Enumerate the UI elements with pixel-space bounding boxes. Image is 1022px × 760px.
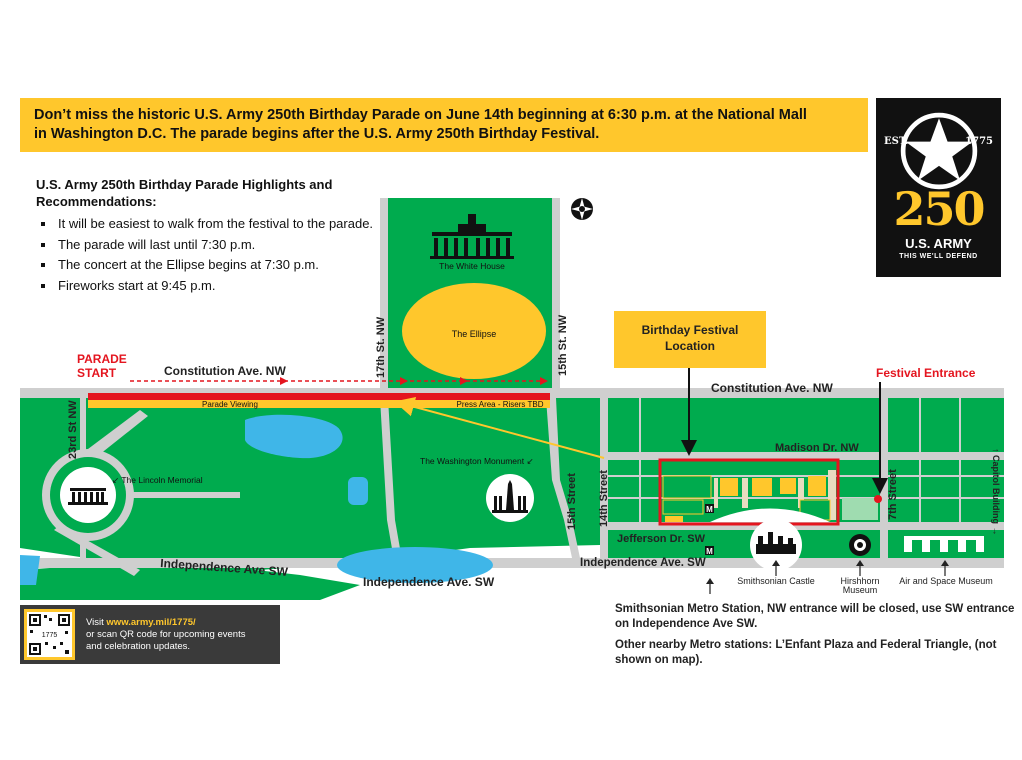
qr-promo: 1775 Visit www.army.mil/1775/ or scan QR… <box>20 605 280 664</box>
south-park <box>20 560 360 600</box>
qr-text: Visit www.army.mil/1775/ or scan QR code… <box>86 617 245 653</box>
metro-info: Smithsonian Metro Station, NW entrance w… <box>615 602 1015 674</box>
logo-est: EST. <box>884 136 909 147</box>
parade-highlights: U.S. Army 250th Birthday Parade Highligh… <box>36 176 376 296</box>
star-icon <box>900 112 978 190</box>
festival-location-label-2: Location <box>665 339 715 353</box>
logo-number: 250 <box>893 182 985 236</box>
metro-marker <box>705 504 714 513</box>
air-space-label: Air and Space Museum <box>899 576 993 586</box>
lincoln-building-glyph <box>68 488 108 505</box>
metro-marker-sw <box>705 546 714 555</box>
top-banner: Don’t miss the historic U.S. Army 250th … <box>20 98 868 152</box>
street-14th-label: 14th Street <box>598 470 610 527</box>
festival-entrance-dot <box>874 495 882 503</box>
highlight-item: The parade will last until 7:30 p.m. <box>56 235 376 256</box>
festival-entrance-label: Festival Entrance <box>876 366 976 380</box>
constitution-gardens-pond <box>245 414 343 459</box>
festival-tents <box>662 470 878 522</box>
festival-location-callout <box>614 311 766 368</box>
river-edge <box>20 555 40 585</box>
metro-info-1: Smithsonian Metro Station, NW entrance w… <box>615 603 1015 630</box>
white-house-label: The White House <box>439 261 505 271</box>
independence-east-label: Independence Ave. SW <box>580 557 706 569</box>
banner-line-2: in Washington D.C. The parade begins aft… <box>34 126 600 142</box>
street-17th-label: 17th St. NW <box>375 316 387 378</box>
jefferson-label: Jefferson Dr. SW <box>617 533 706 545</box>
parade-arrowhead <box>400 377 408 385</box>
capitol-label: ↑ Capitol Building → <box>991 448 1001 536</box>
qr-code-icon: 1775 <box>29 614 70 655</box>
madison-label: Madison Dr. NW <box>775 442 859 454</box>
highlight-item: Fireworks start at 9:45 p.m. <box>56 276 376 297</box>
ellipse-label: The Ellipse <box>452 329 497 339</box>
white-house-icon <box>430 214 514 259</box>
obelisk-glyph <box>492 480 528 513</box>
festival-area-border <box>658 458 840 526</box>
independence-mid-label: Independence Ave. SW <box>363 575 495 589</box>
compass-icon <box>571 198 593 220</box>
washington-monument-label: The Washington Monument ↙ <box>420 456 534 466</box>
lincoln-memorial-icon <box>60 467 116 523</box>
parade-start-label-1: PARADE <box>77 352 127 366</box>
highlights-title: U.S. Army 250th Birthday Parade Highligh… <box>36 177 333 209</box>
tidal-basin <box>337 547 493 583</box>
metro-marker-label: M <box>706 505 713 514</box>
metro-info-2: Other nearby Metro stations: L’Enfant Pl… <box>615 639 997 666</box>
qr-code[interactable]: 1775 <box>24 609 75 660</box>
qr-line-2: or scan QR code for upcoming events <box>86 629 246 640</box>
constitution-west-label: Constitution Ave. NW <box>164 364 286 378</box>
logo-tagline: THIS WE'LL DEFEND <box>899 253 978 260</box>
logo-army: U.S. ARMY <box>905 236 972 251</box>
parade-viewing-strip <box>88 400 550 408</box>
qr-visit: Visit <box>86 617 107 628</box>
logo-year: 1775 <box>965 136 993 147</box>
parade-route <box>88 393 550 400</box>
parade-arrowhead <box>460 377 468 385</box>
street-15th-label: 15th Street <box>566 473 578 530</box>
metro-marker-sw-label: M <box>706 547 713 556</box>
castle-glyph <box>756 532 796 554</box>
street-15th-nw-label: 15th St. NW <box>557 314 569 376</box>
street-23rd-label: 23rd St NW <box>67 400 79 459</box>
pointer-arrowheads <box>706 560 949 584</box>
air-space-icon <box>904 536 984 552</box>
qr-line-3: and celebration updates. <box>86 641 191 652</box>
press-area-label: Press Area - Risers TBD <box>457 400 544 409</box>
hirshhorn-label-1: Hirshhorn <box>840 576 879 586</box>
reflecting-pool <box>348 477 368 505</box>
lincoln-label: ↙ The Lincoln Memorial <box>112 475 203 485</box>
hirshhorn-label-2: Museum <box>843 585 878 595</box>
banner-line-1: Don’t miss the historic U.S. Army 250th … <box>34 107 807 123</box>
parade-start-label-2: START <box>77 366 117 380</box>
smithsonian-castle-label: Smithsonian Castle <box>737 576 815 586</box>
army-250-logo: EST. 1775 250 U.S. ARMY THIS WE'LL DEFEN… <box>876 98 1001 277</box>
army-url-link[interactable]: www.army.mil/1775/ <box>106 617 196 628</box>
constitution-east-label: Constitution Ave. NW <box>711 381 833 395</box>
west-potomac-park <box>20 398 600 570</box>
parade-viewing-label: Parade Viewing <box>202 400 258 409</box>
street-7th-label: 7th Street <box>887 469 899 520</box>
qr-label: 1775 <box>42 632 58 639</box>
parade-arrowhead <box>280 377 288 385</box>
walk-route-arrow <box>394 396 605 459</box>
highlight-item: It will be easiest to walk from the fest… <box>56 214 376 235</box>
parade-arrowhead <box>540 377 548 385</box>
highlights-list: It will be easiest to walk from the fest… <box>36 214 376 296</box>
highlight-item: The concert at the Ellipse begins at 7:3… <box>56 255 376 276</box>
the-ellipse <box>402 283 546 379</box>
festival-location-label-1: Birthday Festival <box>642 323 739 337</box>
